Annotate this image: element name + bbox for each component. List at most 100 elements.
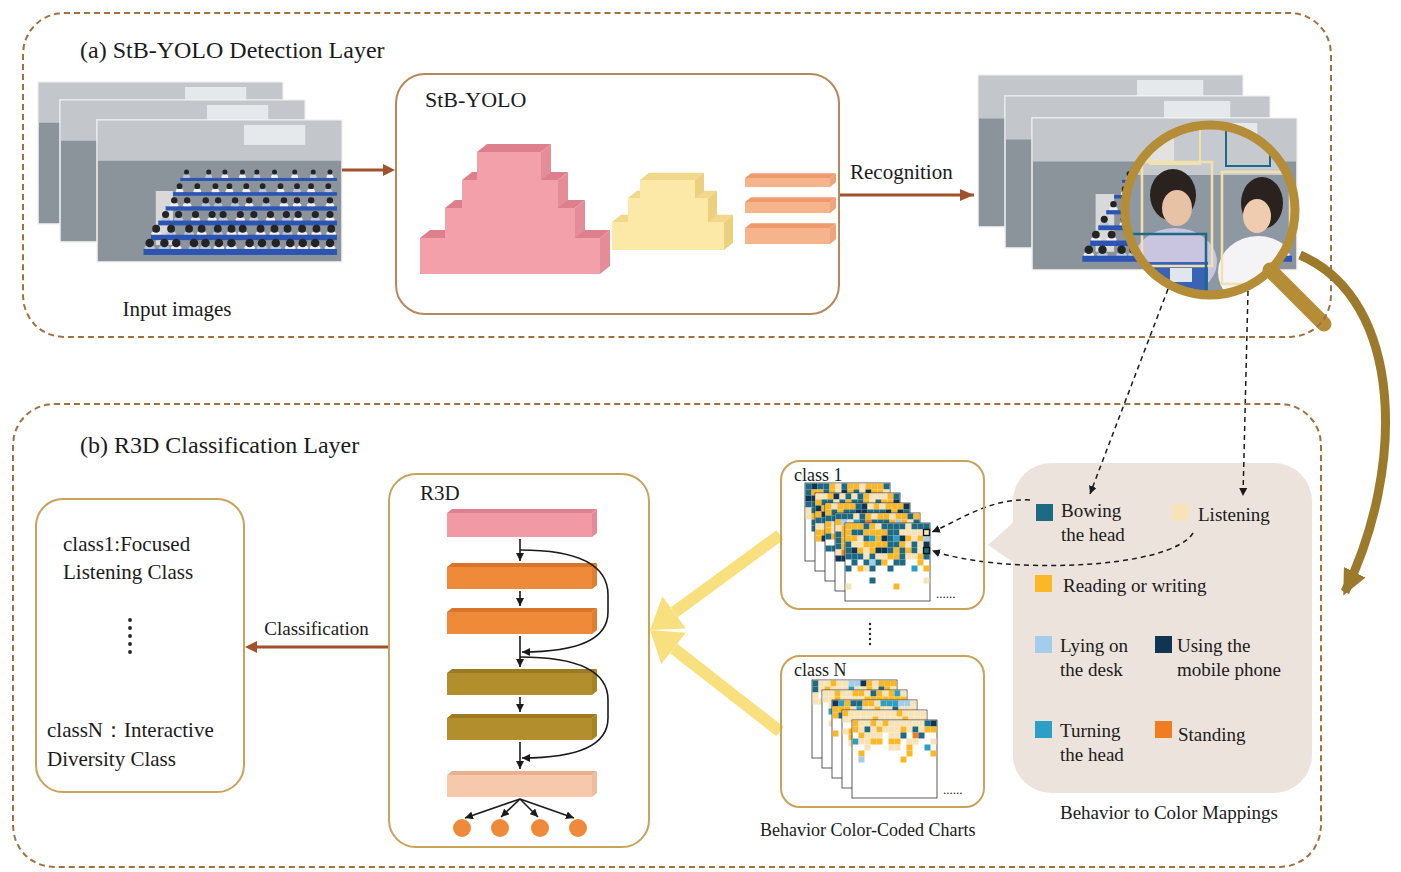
- label-holder: ......: [943, 782, 963, 798]
- block-top: [447, 714, 597, 718]
- illustration-part: [1013, 463, 1312, 793]
- illustration-part: [853, 727, 859, 733]
- illustration-part: [901, 691, 907, 697]
- illustration-part: [245, 239, 254, 248]
- illustration-part: [836, 514, 842, 520]
- illustration-part: [888, 554, 894, 560]
- illustration-part: [871, 691, 877, 697]
- illustration-part: [1098, 246, 1107, 255]
- illustration-part: [876, 524, 882, 530]
- illustration-part: [531, 819, 549, 837]
- illustration-part: [846, 530, 852, 536]
- illustration-part: [846, 536, 852, 542]
- illustration-part: [184, 169, 189, 174]
- class-name: class N: [782, 657, 983, 682]
- ellipsis-mark: ......: [936, 586, 956, 602]
- illustration-part: [852, 720, 937, 798]
- illustration-part: [873, 711, 879, 717]
- illustration-part: [863, 701, 869, 707]
- illustration-part: [895, 733, 901, 739]
- illustration-part: [283, 211, 290, 218]
- illustration-part: [889, 727, 895, 733]
- network-blocks: [420, 144, 836, 274]
- illustration-part: [906, 548, 912, 554]
- illustration-part: [918, 524, 924, 530]
- illustration-part: [864, 560, 870, 566]
- illustration-part: [882, 524, 888, 530]
- illustration-part: [1085, 246, 1094, 255]
- illustration-part: [869, 643, 871, 645]
- illustration-part: [861, 711, 867, 717]
- illustration-part: [888, 536, 894, 542]
- illustration-part: [866, 484, 872, 490]
- illustration-part: [901, 757, 907, 763]
- illustration-part: [308, 183, 314, 189]
- illustration-part: [826, 504, 832, 510]
- illustration-part: [1142, 162, 1212, 266]
- illustration-part: [889, 739, 895, 745]
- illustration-part: [806, 490, 812, 496]
- illustration-part: [228, 225, 236, 233]
- illustration-part: [858, 536, 864, 542]
- illustration-part: [867, 681, 873, 687]
- illustration-part: [243, 183, 249, 189]
- illustration-part: [244, 125, 305, 145]
- illustration-part: [876, 530, 882, 536]
- illustration-part: [834, 494, 840, 500]
- panel-title: (b) R3D Classification Layer: [14, 405, 1320, 460]
- illustration-part: [852, 548, 858, 554]
- illustration-part: [151, 235, 337, 240]
- illustration-part: [858, 554, 864, 560]
- legend-text: Listening: [1198, 503, 1308, 527]
- illustration-part: [246, 197, 252, 203]
- illustration-part: [227, 239, 236, 248]
- illustration-part: [836, 538, 842, 544]
- illustration-part: [921, 711, 927, 717]
- illustration-part: [919, 721, 925, 727]
- illustration-part: [897, 711, 903, 717]
- block-side: [592, 509, 597, 537]
- block-front: [447, 513, 592, 537]
- illustration-part: [879, 681, 885, 687]
- illustration-part: [806, 514, 812, 520]
- illustration-part: [925, 745, 931, 751]
- illustration-part: [232, 197, 238, 203]
- legend-swatch: [1035, 575, 1052, 592]
- illustration-part: [1110, 201, 1116, 207]
- illustration-part: [855, 681, 861, 687]
- illustration-part: [258, 239, 267, 248]
- illustration-part: [900, 542, 906, 548]
- block-side: [575, 200, 585, 238]
- illustration-part: [869, 701, 875, 707]
- illustration-part: [859, 727, 865, 733]
- ellipsis-mark: ......: [943, 782, 963, 798]
- illustration-part: [867, 711, 873, 717]
- illustration-part: [865, 721, 871, 727]
- illustration-part: [806, 502, 812, 508]
- illustration-part: [203, 197, 209, 203]
- illustration-part: [816, 500, 822, 506]
- illustration-part: [1092, 231, 1100, 239]
- illustration-part: [813, 687, 819, 693]
- legend-item: Using the mobile phone: [1155, 634, 1302, 682]
- illustration-part: [823, 697, 829, 703]
- block-top: [745, 197, 836, 202]
- illustration-part: [836, 520, 842, 526]
- illustration-part: [912, 536, 918, 542]
- illustration-part: [913, 739, 919, 745]
- block-top: [640, 173, 704, 180]
- illustration-part: [128, 626, 132, 630]
- illustration-part: [876, 530, 882, 536]
- illustration-part: [907, 721, 913, 727]
- block-front: [628, 198, 708, 222]
- illustration-part: [858, 524, 864, 530]
- illustration-part: [889, 733, 895, 739]
- illustration-part: [894, 536, 900, 542]
- illustration-part: [902, 514, 908, 520]
- panel-title: (a) StB-YOLO Detection Layer: [24, 14, 1330, 65]
- illustration-part: [859, 751, 865, 757]
- illustration-part: [903, 711, 909, 717]
- block-front: [612, 222, 724, 250]
- illustration-part: [1222, 172, 1290, 284]
- illustration-part: [912, 524, 918, 530]
